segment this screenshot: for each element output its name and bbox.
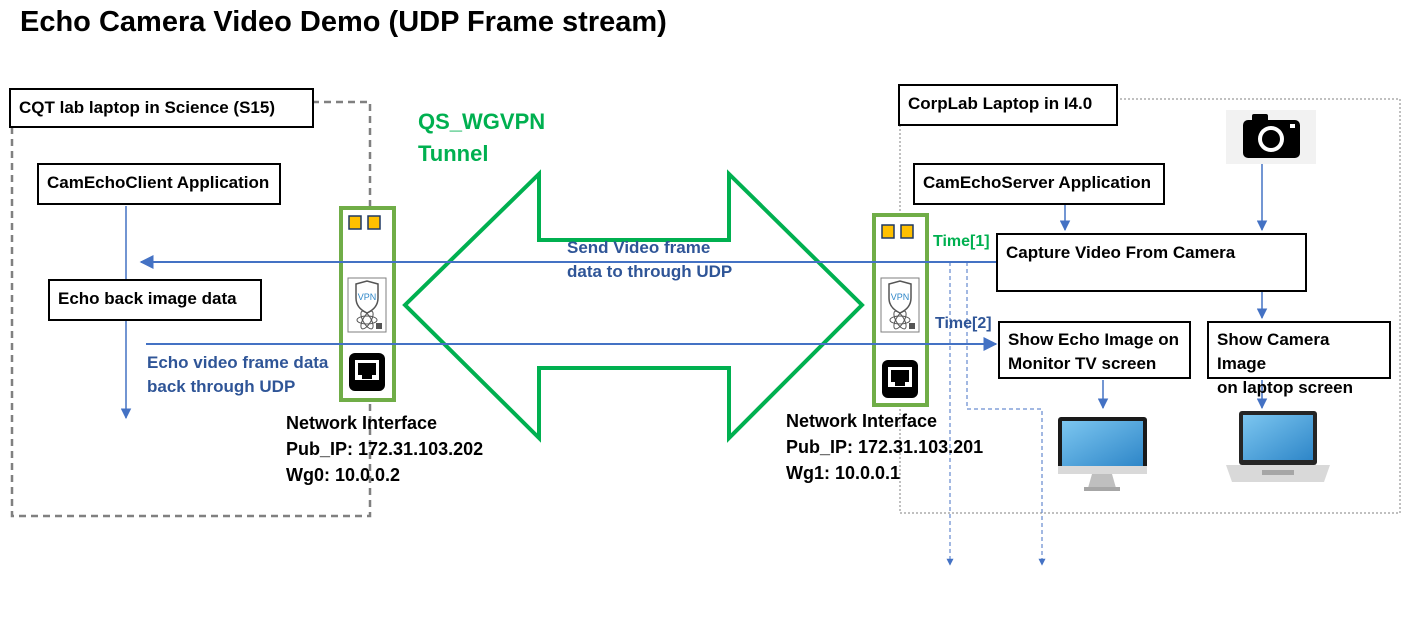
show-echo-line2: Monitor TV screen	[1008, 354, 1157, 373]
right-nic-info: Network Interface Pub_IP: 172.31.103.201…	[786, 408, 983, 486]
left-nic-panel: VPN	[339, 206, 396, 402]
led-indicator	[367, 215, 381, 230]
echo-back-box: Echo back image data	[48, 279, 262, 321]
tunnel-label-line2: Tunnel	[418, 141, 489, 166]
right-nic-pub-ip: Pub_IP: 172.31.103.201	[786, 437, 984, 457]
show-camera-line2: on laptop screen	[1217, 378, 1354, 397]
led-indicator	[348, 215, 362, 230]
echo-note: Echo video frame data back through UDP	[147, 351, 328, 399]
time2-label: Time[2]	[935, 315, 992, 332]
time2-dashed-line	[966, 262, 1046, 566]
left-nic-title: Network Interface	[286, 413, 438, 433]
ethernet-port-icon	[882, 360, 918, 398]
send-note: Send Video frame data to through UDP	[567, 236, 732, 284]
vpn-shield-icon: VPN	[347, 277, 387, 333]
svg-text:VPN: VPN	[891, 292, 910, 302]
led-indicator	[900, 224, 914, 239]
monitor-icon	[1058, 417, 1147, 491]
show-echo-line1: Show Echo Image on	[1008, 330, 1179, 349]
cam-echo-client-box: CamEchoClient Application	[37, 163, 281, 205]
tunnel-label: QS_WGVPN Tunnel	[418, 106, 545, 170]
capture-video-box: Capture Video From Camera	[996, 233, 1307, 292]
tunnel-arrow	[402, 169, 865, 443]
tunnel-label-line1: QS_WGVPN	[418, 109, 546, 134]
left-container-label: CQT lab laptop in Science (S15)	[9, 88, 314, 128]
camera-icon	[1226, 110, 1316, 164]
page-title: Echo Camera Video Demo (UDP Frame stream…	[20, 6, 667, 38]
left-nic-info: Network Interface Pub_IP: 172.31.103.202…	[286, 410, 483, 488]
right-nic-panel: VPN	[872, 213, 929, 407]
laptop-icon	[1226, 411, 1330, 482]
echo-note-line2: back through UDP	[147, 377, 296, 396]
right-container-label: CorpLab Laptop in I4.0	[898, 84, 1118, 126]
send-note-line1: Send Video frame	[567, 238, 711, 257]
send-note-line2: data to through UDP	[567, 262, 733, 281]
ethernet-port-icon	[349, 353, 385, 391]
right-nic-wg-ip: Wg1: 10.0.0.1	[786, 463, 901, 483]
left-nic-pub-ip: Pub_IP: 172.31.103.202	[286, 439, 484, 459]
show-camera-line1: Show Camera Image	[1217, 330, 1330, 373]
show-echo-box: Show Echo Image on Monitor TV screen	[998, 321, 1191, 379]
cam-echo-server-box: CamEchoServer Application	[913, 163, 1165, 205]
right-nic-title: Network Interface	[786, 411, 938, 431]
show-camera-box: Show Camera Image on laptop screen	[1207, 321, 1391, 397]
led-indicator	[881, 224, 895, 239]
left-nic-wg-ip: Wg0: 10.0.0.2	[286, 465, 401, 485]
vpn-shield-icon: VPN	[880, 277, 920, 333]
time1-label: Time[1]	[933, 233, 990, 250]
echo-note-line1: Echo video frame data	[147, 353, 329, 372]
svg-text:VPN: VPN	[358, 292, 377, 302]
